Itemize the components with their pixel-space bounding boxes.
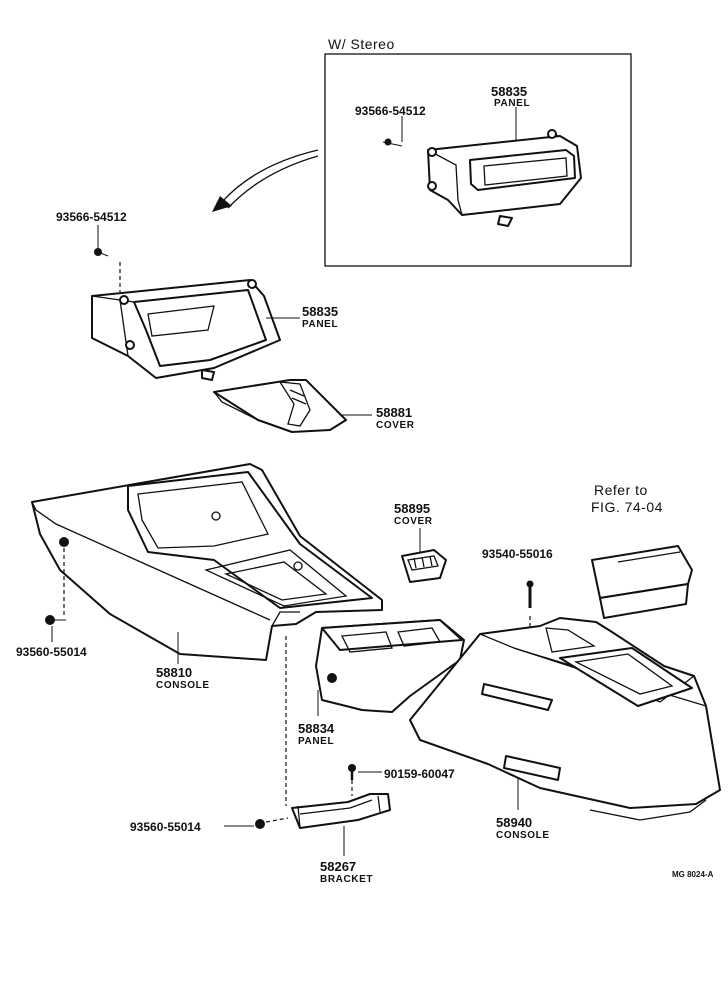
bracket-number: 58267 bbox=[320, 859, 356, 874]
cover-58895-name: COVER bbox=[394, 516, 433, 527]
screw-93540 bbox=[526, 580, 534, 640]
panel-name: PANEL bbox=[302, 319, 338, 330]
shift-cover-58881 bbox=[213, 379, 347, 433]
console-58940-number: 58940 bbox=[496, 815, 532, 830]
inset-screw bbox=[382, 116, 403, 147]
cover-58895 bbox=[401, 549, 447, 583]
bracket-58267 bbox=[291, 793, 391, 829]
panel-58834 bbox=[315, 619, 465, 713]
center-panel-58835 bbox=[91, 279, 281, 381]
screw-93560-left-label: 93560-55014 bbox=[16, 645, 87, 659]
console-58810 bbox=[31, 463, 383, 661]
panel-number: 58835 bbox=[302, 304, 338, 319]
console-58940 bbox=[409, 617, 721, 821]
cover-58881-name: COVER bbox=[376, 420, 415, 431]
cover-58881-number: 58881 bbox=[376, 405, 412, 420]
ashtray bbox=[591, 545, 693, 619]
inset-panel-number: 58835 bbox=[491, 84, 527, 99]
figure-code: MG 8024-A bbox=[672, 870, 714, 879]
console-58810-name: CONSOLE bbox=[156, 680, 210, 691]
inset-title: W/ Stereo bbox=[328, 36, 395, 52]
console-58940-name: CONSOLE bbox=[496, 830, 550, 841]
refer-line1: Refer to bbox=[594, 482, 648, 498]
screw-93540-label: 93540-55016 bbox=[482, 547, 553, 561]
screw-93566-top bbox=[94, 248, 121, 292]
screw-90159-label: 90159-60047 bbox=[384, 767, 455, 781]
inset-panel-name: PANEL bbox=[494, 98, 530, 109]
refer-line2: FIG. 74-04 bbox=[591, 499, 663, 515]
inset-box: W/ Stereo bbox=[324, 36, 632, 267]
screw-90159 bbox=[348, 764, 382, 796]
curved-arrow bbox=[212, 149, 319, 212]
cover-58895-number: 58895 bbox=[394, 501, 430, 516]
screw-93560-bottom bbox=[224, 817, 289, 829]
screw-93560-left bbox=[45, 548, 66, 625]
inset-stereo-panel bbox=[427, 129, 582, 227]
console-58810-number: 58810 bbox=[156, 665, 192, 680]
panel-58834-name: PANEL bbox=[298, 736, 334, 747]
screw-top-label: 93566-54512 bbox=[56, 210, 127, 224]
panel-58834-number: 58834 bbox=[298, 721, 335, 736]
bracket-name: BRACKET bbox=[320, 874, 373, 885]
inset-screw-label: 93566-54512 bbox=[355, 104, 426, 118]
screw-93560-bottom-label: 93560-55014 bbox=[130, 820, 201, 834]
